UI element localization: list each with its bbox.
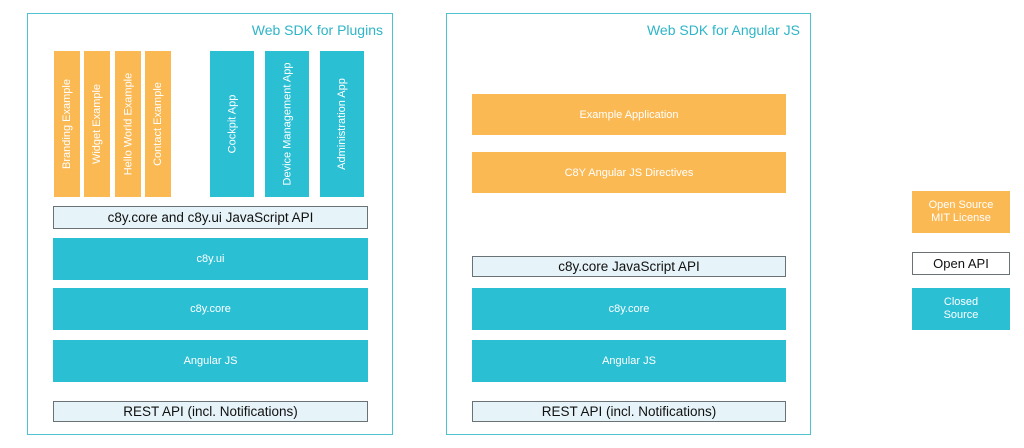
legend-closed-source-line1: Closed [943,296,979,308]
plugins-layer-c8y-core: c8y.core [53,288,368,330]
plugins-layer-c8y-ui: c8y.ui [53,238,368,280]
legend-open-source: Open Source MIT License [912,191,1010,233]
plugin-example-contact: Contact Example [145,51,171,197]
legend-open-source-line2: MIT License [931,212,991,224]
plugin-example-widget: Widget Example [84,51,110,197]
angular-layer-c8y-core: c8y.core [472,288,786,330]
plugin-example-branding: Branding Example [54,51,80,197]
legend-closed-source: Closed Source [912,288,1010,330]
legend-open-source-line1: Open Source [928,199,994,211]
component-example-application: Example Application [472,94,786,135]
plugin-example-label: Branding Example [61,79,74,169]
app-device-management: Device Management App [265,51,309,197]
plugins-layer-angular-js: Angular JS [53,340,368,382]
component-c8y-angular-directives: C8Y Angular JS Directives [472,152,786,193]
plugin-example-label: Widget Example [91,83,103,165]
angular-panel-title: Web SDK for Angular JS [646,22,800,38]
plugin-example-label: Hello World Example [122,72,135,176]
legend-closed-source-line2: Source [943,309,979,321]
app-administration: Administration App [320,51,364,197]
plugin-example-label: Contact Example [152,82,165,166]
app-label: Cockpit App [226,94,239,154]
angular-layer-angular-js: Angular JS [472,340,786,382]
plugins-panel-title: Web SDK for Plugins [251,22,383,38]
app-label: Administration App [336,78,348,170]
app-label: Device Management App [281,62,294,186]
plugin-example-hello-world: Hello World Example [115,51,141,197]
legend-open-api: Open API [912,252,1010,275]
plugins-rest-api-bar: REST API (incl. Notifications) [53,401,368,422]
angular-js-api-bar: c8y.core JavaScript API [472,256,786,277]
plugins-js-api-bar: c8y.core and c8y.ui JavaScript API [53,206,368,229]
app-cockpit: Cockpit App [210,51,254,197]
angular-rest-api-bar: REST API (incl. Notifications) [472,401,786,422]
